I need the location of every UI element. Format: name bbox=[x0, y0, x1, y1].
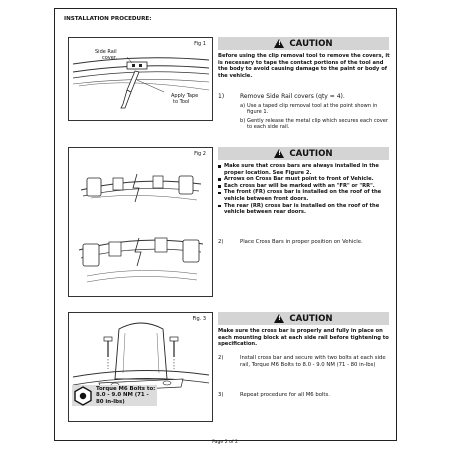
step-1-sub-a-letter: a) bbox=[240, 103, 246, 109]
figure-3-label: Fig. 3 bbox=[192, 316, 206, 322]
step-1-sub-b-text: Gently release the metal clip which secu… bbox=[247, 118, 388, 131]
apply-tape-callout-line1: Apply Tape bbox=[171, 93, 199, 99]
bolt-head-icon bbox=[74, 385, 92, 406]
step-1-number: 1) bbox=[218, 93, 225, 100]
apply-tape-callout-line2: to Tool bbox=[173, 99, 190, 105]
torque-callout-line1: Torque M6 Bolts to: bbox=[96, 385, 156, 392]
caution-2-bullet: Make sure that cross bars are always ins… bbox=[218, 163, 390, 176]
caution-3-title: CAUTION bbox=[289, 313, 333, 324]
warning-icon bbox=[274, 314, 285, 323]
instruction-sheet: INSTALLATION PROCEDURE: Fig 1 Side Rail … bbox=[54, 8, 397, 441]
figure-3: Fig. 3 Torque M6 Bolts to: 8.0 bbox=[68, 312, 213, 422]
caution-1-text: Before using the clip removal tool to re… bbox=[218, 53, 390, 79]
step-3-number: 2) bbox=[218, 355, 224, 361]
step-1-sub-b-letter: b) bbox=[240, 118, 246, 124]
step-4-text: Repeat procedure for all M6 bolts. bbox=[240, 392, 330, 398]
side-rail-cover-callout-line2: cover. bbox=[102, 55, 118, 61]
caution-2-bullet: Each cross bar will be marked with an "F… bbox=[218, 183, 390, 190]
warning-icon bbox=[274, 149, 285, 158]
warning-icon bbox=[274, 39, 285, 48]
torque-callout-line2: 8.0 - 9.0 NM (71 - 80 in-lbs) bbox=[96, 392, 149, 405]
step-1-sub-a: a) Use a taped clip removal tool at the … bbox=[240, 103, 390, 116]
figure-1-label: Fig 1 bbox=[194, 41, 206, 47]
figure-1: Fig 1 Side Rail cover. Apply Tape to Too… bbox=[68, 37, 213, 121]
caution-2-title: CAUTION bbox=[289, 148, 333, 159]
step-1-text: Remove Side Rail covers (qty = 4). bbox=[240, 93, 345, 100]
caution-2-bullet: The front (FR) cross bar is installed on… bbox=[218, 189, 390, 202]
caution-2-bar: CAUTION bbox=[218, 147, 389, 160]
caution-2-bullet: Arrows on Cross Bar must point to front … bbox=[218, 176, 390, 183]
cross-bar-placement-illustration bbox=[78, 173, 204, 283]
figure-2-label: Fig 2 bbox=[194, 151, 206, 157]
step-1: 1) Remove Side Rail covers (qty = 4). bbox=[218, 93, 390, 101]
side-rail-illustration bbox=[72, 56, 210, 109]
step-1-sub-b: b) Gently release the metal clip which s… bbox=[240, 118, 390, 131]
caution-3-text: Make sure the cross bar is properly and … bbox=[218, 328, 389, 348]
step-2: 2) Place Cross Bars in proper position o… bbox=[218, 239, 390, 246]
torque-callout: Torque M6 Bolts to: 8.0 - 9.0 NM (71 - 8… bbox=[72, 385, 157, 406]
step-4: 3) Repeat procedure for all M6 bolts. bbox=[218, 392, 390, 399]
page-heading: INSTALLATION PROCEDURE: bbox=[64, 16, 152, 22]
step-4-number: 3) bbox=[218, 392, 224, 398]
page-number: Page 2 of 2 bbox=[212, 440, 238, 445]
caution-1-bar: CAUTION bbox=[218, 37, 389, 50]
caution-2-bullet: The rear (RR) cross bar is installed on … bbox=[218, 203, 390, 216]
step-3-text: Install cross bar and secure with two bo… bbox=[240, 355, 386, 368]
side-rail-cover-callout-line1: Side Rail bbox=[95, 49, 117, 55]
caution-1-title: CAUTION bbox=[289, 38, 333, 49]
step-2-number: 2) bbox=[218, 239, 224, 245]
step-1-sub-a-text: Use a taped clip removal tool at the poi… bbox=[247, 103, 378, 116]
step-3: 2) Install cross bar and secure with two… bbox=[218, 355, 390, 368]
figure-2: Fig 2 bbox=[68, 147, 213, 297]
step-2-text: Place Cross Bars in proper position on V… bbox=[240, 239, 363, 245]
caution-2-bullets: Make sure that cross bars are always ins… bbox=[218, 163, 390, 216]
caution-3-bar: CAUTION bbox=[218, 312, 389, 325]
